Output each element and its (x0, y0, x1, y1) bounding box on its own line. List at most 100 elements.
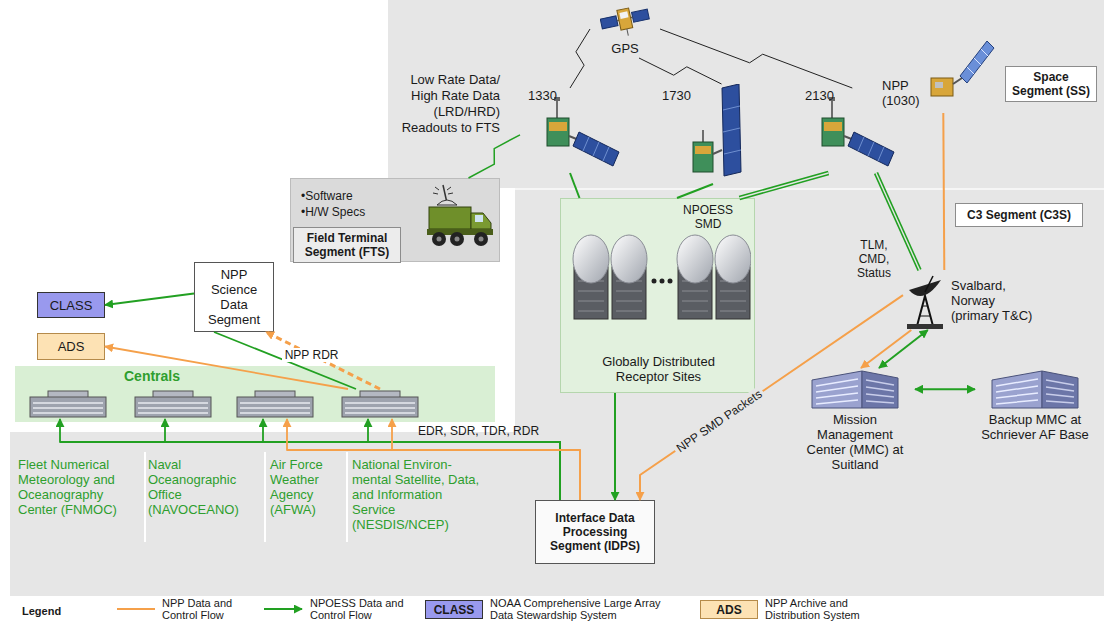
free-label: EDR, SDR, TDR, RDR (418, 424, 539, 438)
node-label-holder: Fleet Numerical Meteorology and Oceanogr… (18, 457, 136, 517)
free-label-holder: NPOESS SMD (680, 203, 736, 231)
truck-icon (421, 183, 496, 251)
node-label-holder: •Software (301, 189, 411, 204)
graphic-part (30, 397, 106, 417)
gps-icon (600, 0, 650, 40)
graphic-part (437, 237, 442, 242)
node-label-holder: Naval Oceanographic Office (NAVOCEANO) (148, 457, 260, 517)
node-label-holder: NPP (1030) (882, 78, 928, 108)
bigbldg-icon (990, 368, 1080, 410)
connector-line (570, 29, 590, 88)
dish-icon (903, 270, 948, 330)
connector-line (915, 388, 975, 390)
segment-label-box: Space Segment (SS) (1005, 66, 1097, 102)
node-label-holder: •H/W Specs (301, 205, 411, 220)
graphic-part (133, 389, 213, 419)
free-label: ADS (716, 603, 741, 617)
legend-line (264, 608, 302, 610)
node-label: Naval Oceanographic Office (NAVOCEANO) (148, 457, 260, 517)
graphic-part (960, 41, 994, 83)
connector (915, 389, 975, 390)
edge-label-holder: NPP RDR (282, 348, 342, 362)
graphic-part (475, 215, 483, 222)
node-label: •Software (301, 189, 411, 204)
node-label: NPP (1030) (882, 78, 928, 108)
node-label-holder: 1730 (662, 88, 696, 103)
graphic-part (632, 9, 650, 22)
connector-line (739, 173, 828, 198)
graphic-part (583, 137, 609, 161)
central-building: National Environ- mental Satellite, Data… (340, 389, 420, 419)
connector (570, 29, 590, 88)
graphic-part (429, 207, 471, 229)
graphic-part (549, 122, 567, 131)
graphic-part (450, 232, 464, 246)
node-label-holder: Svalbard, Norway (primary T&C) (951, 278, 1046, 323)
bldg-icon (28, 389, 108, 419)
bigbldg-icon (810, 368, 900, 410)
graphic-part (455, 237, 460, 242)
receptor-panel: Globally Distributed Receptor Sites (560, 198, 755, 393)
free-label: NPOESS SMD (680, 203, 736, 231)
graphic-part (687, 84, 747, 184)
legend-text-holder: NPOESS Data and Control Flow (310, 598, 415, 621)
graphic-part (862, 371, 898, 408)
node-label-holder: GPS (590, 41, 660, 56)
connector (943, 113, 944, 270)
connector-line (570, 173, 580, 198)
connector-line (861, 330, 911, 368)
graphic-part (990, 368, 1080, 410)
graphic-part (547, 118, 569, 146)
graphic-part (812, 371, 862, 408)
legend-swatch: ADS (700, 600, 758, 619)
graphic-part (953, 78, 962, 84)
graphic-part (931, 78, 953, 96)
graphic-part (660, 279, 665, 284)
graphic-part (848, 132, 894, 166)
graphic-part (668, 279, 673, 284)
free-label: CLASS (434, 603, 475, 617)
graphic-part (340, 389, 420, 419)
legend-text-holder: NOAA Comprehensive Large Array Data Stew… (490, 598, 680, 621)
node-label: NPP Science Data Segment (199, 267, 269, 327)
node-label-holder: Mission Management Center (MMC) at Suitl… (805, 412, 905, 472)
node-label: Field Terminal Segment (FTS) (298, 231, 396, 259)
legend-text: NPP Data and Control Flow (162, 598, 247, 621)
node-label: Interface Data Processing Segment (IDPS) (540, 511, 650, 553)
science-segment-box: NPP Science Data Segment (194, 262, 274, 332)
connector (570, 173, 580, 198)
bldg-icon (340, 389, 420, 419)
node-label: Mission Management Center (MMC) at Suitl… (805, 412, 905, 472)
graphic-part (722, 84, 741, 176)
operations-center: Mission Management Center (MMC) at Suitl… (795, 368, 915, 474)
legend-swatch: CLASS (425, 600, 483, 619)
graphic-part (925, 276, 933, 292)
legend-text: NOAA Comprehensive Large Array Data Stew… (490, 598, 680, 621)
graphic-part (695, 146, 711, 154)
graphic-part (433, 187, 453, 194)
graphic-part (237, 397, 313, 417)
node-label-holder: 2130 (805, 88, 845, 103)
legend-line (117, 608, 155, 610)
graphic-part (810, 368, 900, 410)
node-label: CLASS (50, 298, 93, 313)
graphic-part (715, 235, 751, 283)
npp-satellite: NPP (1030) (880, 38, 995, 113)
graphic-part (566, 229, 751, 324)
graphic-part (474, 232, 488, 246)
graphic-part (677, 235, 713, 283)
column-divider (346, 452, 348, 542)
connector-line (105, 294, 194, 306)
graphic-part (432, 232, 446, 246)
legend-text: NPOESS Data and Control Flow (310, 598, 415, 621)
node-label: Globally Distributed Receptor Sites (576, 354, 741, 384)
centrals-panel: CentralsFleet Numerical Meteorology and … (15, 366, 495, 422)
connector (660, 29, 852, 88)
node-label: GPS (590, 41, 660, 56)
sat17-icon (687, 84, 747, 184)
connector (615, 393, 616, 500)
graphic-part (1042, 371, 1078, 408)
graphic-part (920, 316, 930, 317)
graphic-part (471, 213, 491, 229)
graphic-part (693, 142, 713, 172)
